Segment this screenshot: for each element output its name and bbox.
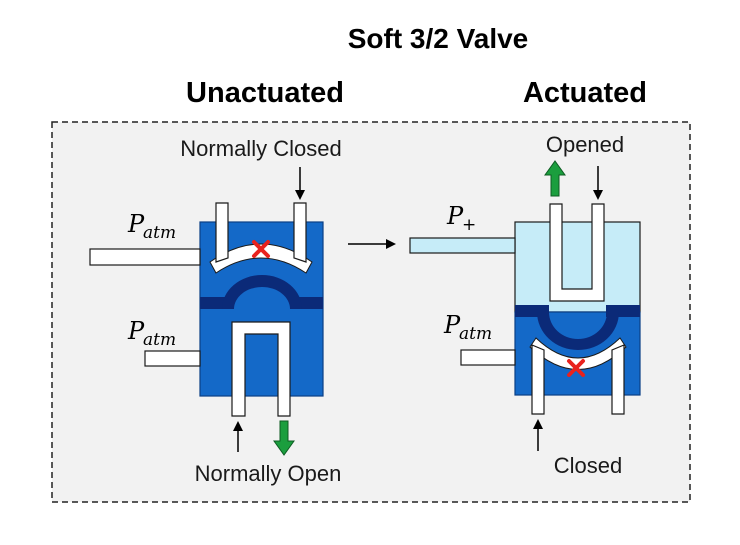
actuated-blocked-icon: [567, 359, 585, 377]
unactuated-bottom-port-label: Normally Open: [195, 461, 342, 486]
unactuated-upper-pressure-subscript: atm: [143, 223, 176, 243]
actuated-heading: Actuated: [523, 77, 647, 109]
unactuated-lower-pressure-subscript: atm: [143, 330, 176, 350]
diagram-title: Soft 3/2 Valve: [348, 23, 529, 54]
unactuated-upper-pressure-label: P atm: [127, 210, 176, 243]
actuated-upper-inlet-tube: [409, 237, 516, 254]
actuated-top-channel: [549, 203, 605, 302]
unactuated-bottom-channel: [231, 321, 291, 417]
actuated-lower-seal: [529, 337, 627, 370]
unactuated-heading: Unactuated: [186, 77, 344, 109]
actuated-lower-pressure-label: P atm: [443, 311, 492, 344]
unactuated-upper-seal: [209, 243, 313, 274]
actuated-upper-pressure-symbol: P: [446, 202, 464, 230]
actuated-membrane: [537, 312, 619, 350]
unactuated-membrane: [222, 275, 302, 309]
unactuated-top-port-label: Normally Closed: [180, 136, 341, 161]
unactuated-outflow-arrow-icon: [273, 420, 295, 456]
actuated-top-port-label: Opened: [546, 132, 624, 157]
actuated-upper-pressure-subscript: +: [462, 215, 476, 235]
actuated-lower-pressure-symbol: P: [443, 311, 461, 339]
actuated-outflow-arrow-icon: [544, 160, 566, 197]
unactuated-lower-pressure-symbol: P: [127, 317, 145, 345]
unactuated-lower-inlet-tube: [144, 350, 201, 367]
unactuated-upper-inlet-tube: [89, 248, 201, 266]
unactuated-lower-pressure-label: P atm: [127, 317, 176, 350]
unactuated-blocked-icon: [252, 240, 270, 258]
unactuated-valve: [89, 202, 324, 417]
actuated-valve: [409, 203, 641, 415]
actuated-lower-pressure-subscript: atm: [459, 324, 492, 344]
actuated-upper-pressure-label: P +: [446, 202, 476, 235]
unactuated-upper-pressure-symbol: P: [127, 210, 145, 238]
actuated-lower-inlet-tube: [460, 349, 516, 366]
actuated-bottom-port-label: Closed: [554, 453, 622, 478]
